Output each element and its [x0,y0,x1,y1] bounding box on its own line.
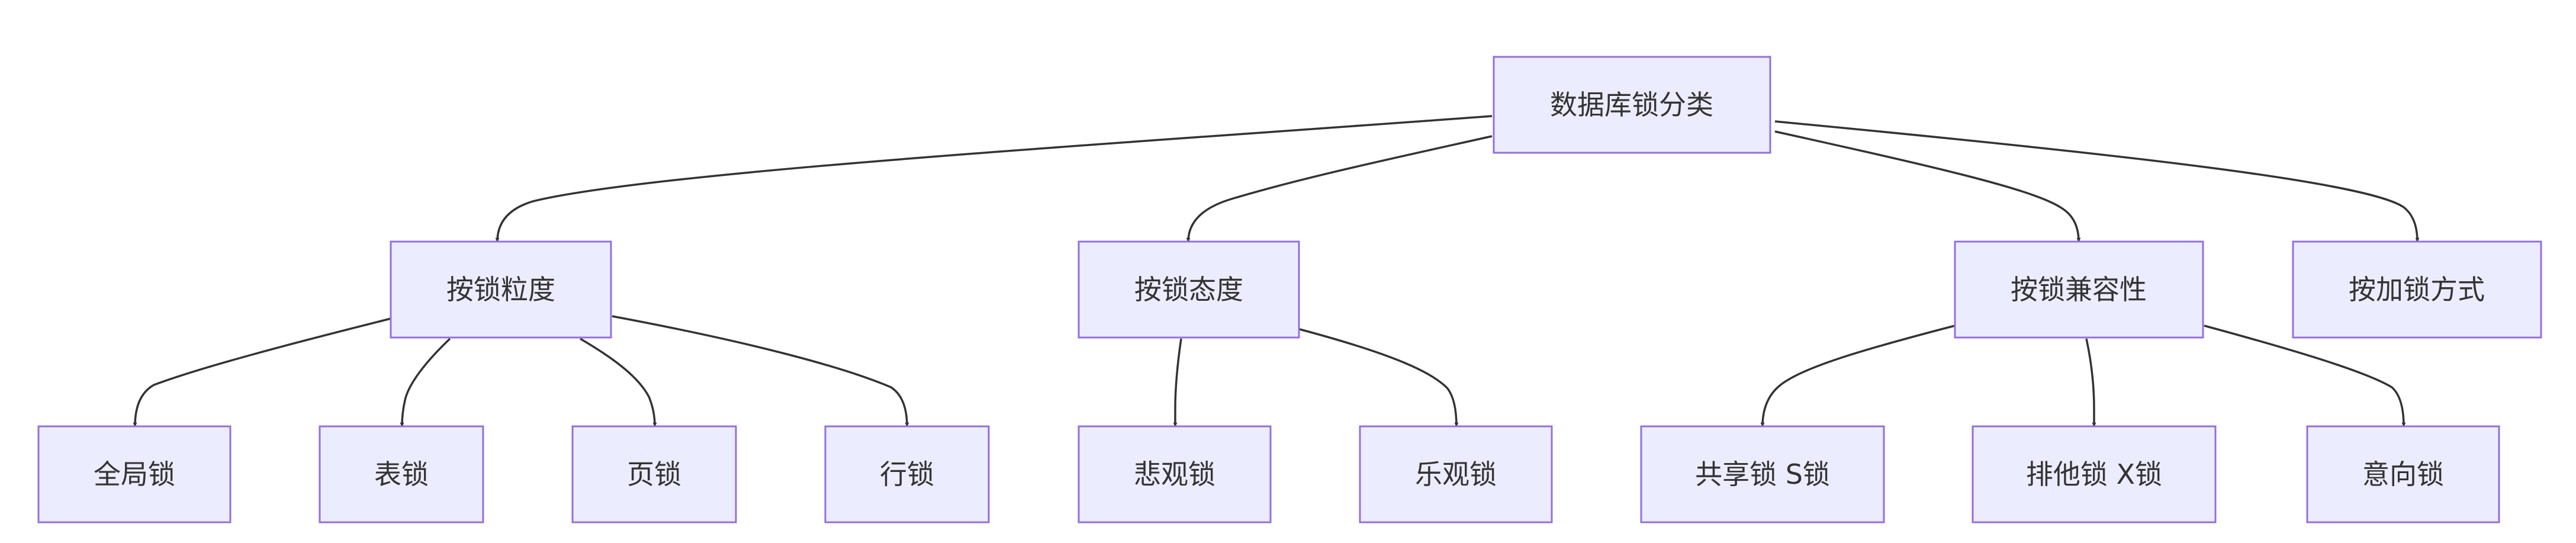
node-label-compatibility: 按锁兼容性 [2011,274,2147,306]
node-pessimistic: 悲观锁 [1078,425,1272,523]
edge-granularity-global [133,317,391,427]
node-label-page: 页锁 [627,458,681,490]
edge-attitude-optimistic [1299,328,1459,427]
edge-root-granularity [495,115,1493,242]
node-intention: 意向锁 [2306,425,2500,523]
edge-attitude-pessimistic [1173,338,1182,427]
node-method: 按加锁方式 [2292,240,2542,339]
node-compatibility: 按锁兼容性 [1954,240,2204,339]
edges [133,115,2420,427]
edge-compatibility-exclusive [2085,338,2096,427]
edge-granularity-row [612,315,909,427]
node-row: 行锁 [824,425,990,523]
node-optimistic: 乐观锁 [1359,425,1553,523]
node-table: 表锁 [319,425,484,523]
edge-root-attitude [1186,135,1493,242]
node-shared: 共享锁 S锁 [1640,425,1885,523]
node-label-granularity: 按锁粒度 [446,274,555,306]
node-attitude: 按锁态度 [1078,240,1300,339]
node-granularity: 按锁粒度 [390,240,612,339]
node-global: 全局锁 [37,425,231,523]
edge-compatibility-intention [2204,324,2406,427]
edge-compatibility-shared [1760,324,1956,427]
edge-granularity-page [580,338,657,427]
node-label-intention: 意向锁 [2362,458,2444,490]
edge-root-method [1774,120,2420,242]
nodes: 数据库锁分类 按锁粒度 按锁态度 按锁兼容性 按加锁方式 全局锁 表锁 [37,56,2542,523]
node-label-method: 按加锁方式 [2349,274,2485,306]
node-label-optimistic: 乐观锁 [1415,458,1497,490]
node-label-root: 数据库锁分类 [1550,89,1713,121]
node-label-attitude: 按锁态度 [1134,274,1243,306]
edge-root-compatibility [1774,130,2081,242]
edge-granularity-table [400,338,451,427]
node-label-row: 行锁 [880,458,934,490]
node-label-global: 全局锁 [94,458,175,490]
node-label-exclusive: 排他锁 X锁 [2026,458,2162,490]
node-label-pessimistic: 悲观锁 [1134,458,1215,490]
node-page: 页锁 [571,425,737,523]
node-label-table: 表锁 [374,458,429,490]
node-label-shared: 共享锁 S锁 [1695,458,1830,490]
node-exclusive: 排他锁 X锁 [1972,425,2217,523]
node-root: 数据库锁分类 [1493,56,1771,154]
